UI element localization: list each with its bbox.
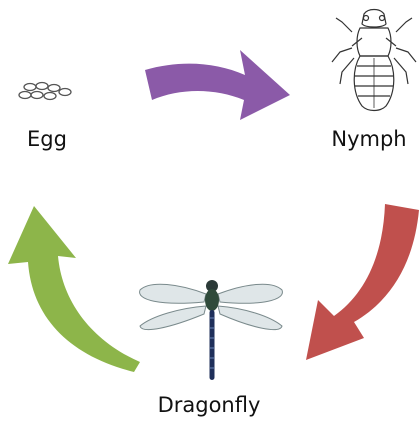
arrow-dragonfly-to-egg (8, 206, 140, 372)
dragonfly-icon (140, 280, 283, 380)
stage-label-egg: Egg (27, 127, 67, 151)
arrow-red (306, 204, 419, 360)
eggs-icon (19, 83, 71, 100)
arrow-nymph-to-dragonfly (306, 204, 419, 360)
nymph-icon (332, 10, 416, 111)
stage-label-dragonfly: Dragonfly (158, 393, 261, 417)
arrow-purple (145, 50, 290, 120)
arrow-egg-to-nymph (145, 50, 290, 120)
stage-label-nymph: Nymph (331, 127, 406, 151)
arrow-green (8, 206, 140, 372)
